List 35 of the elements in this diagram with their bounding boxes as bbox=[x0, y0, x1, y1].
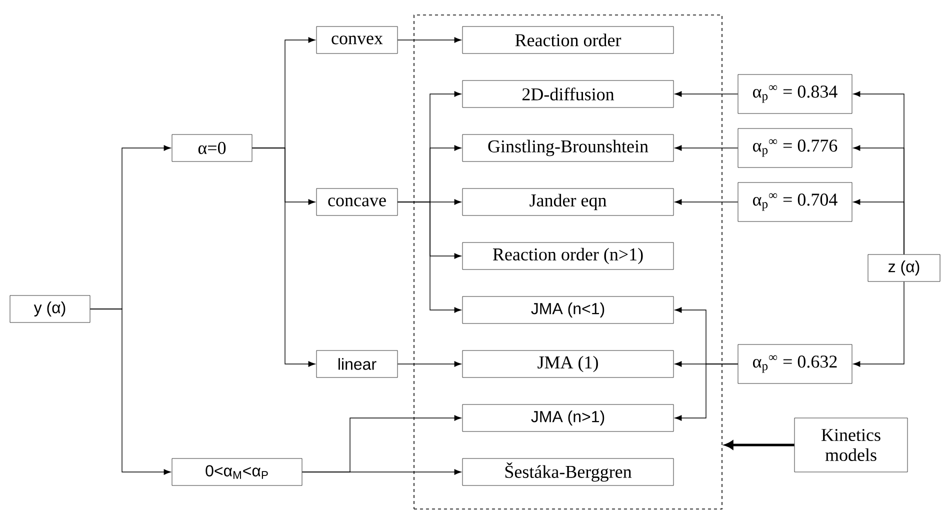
arrow bbox=[724, 440, 794, 450]
model-box: Reaction order bbox=[462, 26, 674, 54]
model-box: Jander eqn bbox=[462, 188, 674, 216]
arrow bbox=[853, 199, 904, 255]
value-box: α$_{p}$$^{∞}$ = 0.776 bbox=[738, 128, 852, 168]
condition-box: α=0 bbox=[172, 134, 252, 162]
arrow bbox=[397, 37, 462, 43]
arrow bbox=[252, 148, 316, 367]
model-box: JMA (1) bbox=[462, 350, 674, 378]
arrow bbox=[853, 281, 904, 367]
arrow bbox=[674, 364, 738, 421]
model-box: JMA (n<1) bbox=[462, 296, 674, 324]
model-box: Ginstling-Brounshtein bbox=[462, 134, 674, 162]
arrow bbox=[674, 145, 738, 151]
arrow bbox=[674, 91, 738, 97]
model-box: Reaction order (n>1) bbox=[462, 242, 674, 270]
model-box: Šestáka-Berggren bbox=[462, 458, 674, 486]
shape-box: concave bbox=[316, 188, 398, 216]
value-box: α$_{p}$$^{∞}$ = 0.834 bbox=[738, 74, 852, 114]
arrow bbox=[397, 361, 462, 367]
model-box: 2D-diffusion bbox=[462, 80, 674, 108]
function-box: z (α) bbox=[868, 254, 940, 282]
value-box: α$_{p}$$^{∞}$ = 0.704 bbox=[738, 182, 852, 222]
shape-box: linear bbox=[316, 350, 398, 378]
arrow bbox=[302, 469, 462, 475]
shape-box: convex bbox=[316, 26, 398, 54]
arrow bbox=[90, 308, 171, 475]
arrow bbox=[397, 202, 462, 313]
label-box: Kinetics models bbox=[794, 418, 908, 472]
dashed-frame bbox=[414, 14, 722, 510]
value-box: α$_{p}$$^{∞}$ = 0.632 bbox=[738, 344, 852, 384]
condition-box: 0<α$_{M}$<α$_{P}$ bbox=[172, 458, 302, 486]
model-box: JMA (n>1) bbox=[462, 404, 674, 432]
arrow bbox=[674, 199, 738, 205]
condition-box: y (α) bbox=[10, 295, 90, 323]
